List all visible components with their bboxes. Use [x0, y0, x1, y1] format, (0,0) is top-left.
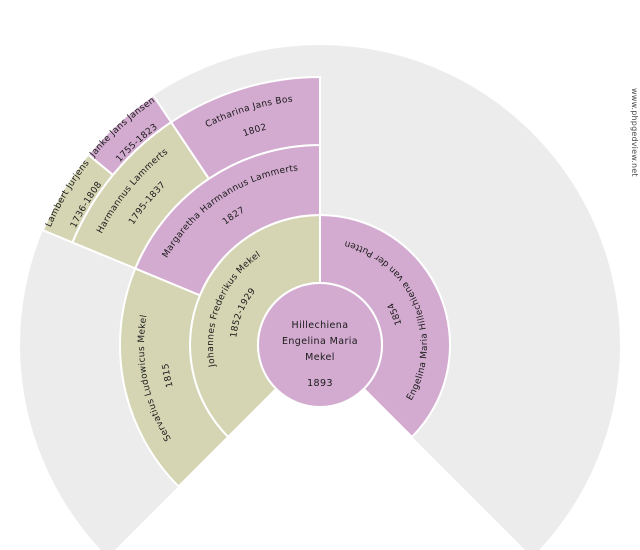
- center-name-line2: Engelina Maria: [282, 336, 358, 347]
- wedge-label: 1815: [161, 363, 176, 389]
- wedge-gen5-great-great-grandfather[interactable]: [41, 153, 115, 244]
- center-name-line1: Hillechiena: [292, 320, 349, 331]
- watermark-link[interactable]: www.phpgedview.net: [630, 88, 639, 177]
- wedge-gen3-paternal-grandfather[interactable]: [119, 267, 230, 488]
- center-name-line3: Mekel: [305, 352, 335, 363]
- center-year: 1893: [307, 378, 333, 389]
- wedge-gen5-great-great-grandmother[interactable]: [86, 94, 173, 177]
- wedge-layer: [41, 75, 451, 488]
- center-person-circle[interactable]: [257, 282, 383, 408]
